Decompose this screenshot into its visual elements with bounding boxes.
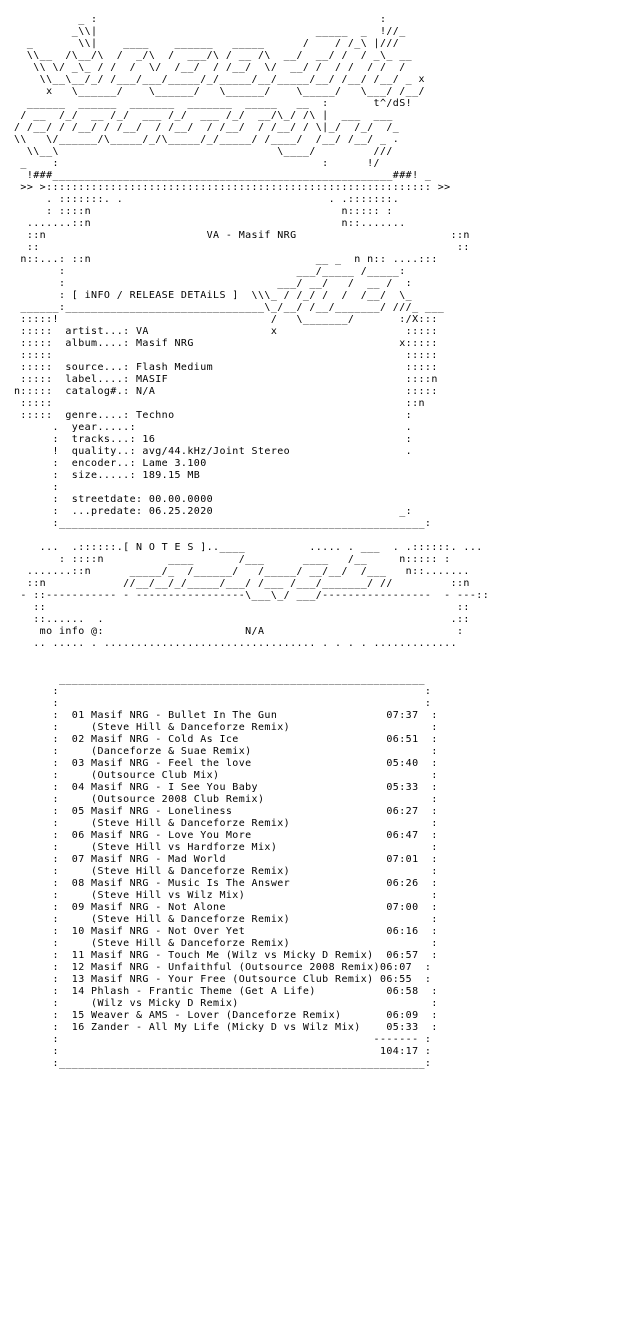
nfo-line: : (Steve Hill vs Hardforze Mix) :	[14, 842, 438, 853]
nfo-line: n::::: catalog#.: N/A :::::	[14, 386, 438, 397]
nfo-line: mo info @: N/A :	[14, 626, 464, 637]
nfo-line: \\ \/______/\_____/_/\_____/_/_____/ /__…	[14, 134, 400, 145]
nfo-line: ::::: source...: Flash Medium :::::	[14, 362, 438, 373]
nfo-line: : ___/_____ /_____:	[14, 266, 406, 277]
nfo-line: ::::: label....: MASIF ::::n	[14, 374, 438, 385]
nfo-line: : 14 Phlash - Frantic Theme (Get A Life)…	[14, 986, 438, 997]
nfo-line: \\__\ \____/ ///	[14, 146, 393, 157]
nfo-line: :: ::	[14, 602, 470, 613]
nfo-line: / /__/ / /__/ / /__/ / /__/ / /__/ / /__…	[14, 122, 400, 133]
nfo-line: : size.....: 189.15 MB	[14, 470, 201, 481]
nfo-line: .......::n n::.......	[14, 218, 406, 229]
nfo-line: :_______________________________________…	[14, 1058, 432, 1069]
nfo-line: : 03 Masif NRG - Feel the love 05:40 :	[14, 758, 438, 769]
nfo-line: : (Outsource Club Mix) :	[14, 770, 438, 781]
nfo-line: : 13 Masif NRG - Your Free (Outsource Cl…	[14, 974, 432, 985]
nfo-line: - ::----------- - -----------------\___\…	[14, 590, 490, 601]
nfo-line: : (Danceforze & Suae Remix) :	[14, 746, 438, 757]
nfo-line: \\__\__/_/ /___/___/_____/_/_____/__/___…	[14, 74, 425, 85]
nfo-line: : 11 Masif NRG - Touch Me (Wilz vs Micky…	[14, 950, 438, 961]
nfo-line: \\ \/ _\_ / / / \/ /__/ / /__/ \/ __/ / …	[14, 62, 406, 73]
nfo-line: ::::: album....: Masif NRG x:::::	[14, 338, 438, 349]
nfo-line: _ : : !/	[14, 158, 380, 169]
nfo-line: :	[14, 482, 59, 493]
nfo-line: ______:_______________________________\_…	[14, 302, 445, 313]
nfo-line: ... .::::::.[ N O T E S ]..____ ..... . …	[14, 542, 483, 553]
nfo-line: : 09 Masif NRG - Not Alone 07:00 :	[14, 902, 438, 913]
nfo-line: :: ::	[14, 242, 470, 253]
nfo-line: ::::: genre....: Techno :	[14, 410, 413, 421]
nfo-line: _ : :	[14, 14, 387, 25]
nfo-line: : [ iNFO / RELEASE DETAiLS ] \\\_ / /_/ …	[14, 290, 413, 301]
nfo-line: : 16 Zander - All My Life (Micky D vs Wi…	[14, 1022, 438, 1033]
nfo-line: : encoder..: Lame 3.100	[14, 458, 207, 469]
nfo-line: . year.....: .	[14, 422, 413, 433]
nfo-line: ! quality..: avg/44.kHz/Joint Stereo .	[14, 446, 413, 457]
nfo-line: : (Steve Hill & Danceforze Remix) :	[14, 938, 438, 949]
nfo-line: : (Steve Hill & Danceforze Remix) :	[14, 914, 438, 925]
nfo-line: : 10 Masif NRG - Not Over Yet 06:16 :	[14, 926, 438, 937]
nfo-line: .. ..... . .............................…	[14, 638, 458, 649]
nfo-line: : ::::n ____ /___ ____ /__ n::::: :	[14, 554, 451, 565]
nfo-line: : :	[14, 698, 432, 709]
nfo-line: ::::: artist...: VA x :::::	[14, 326, 438, 337]
nfo-line: >> >::::::::::::::::::::::::::::::::::::…	[14, 182, 451, 193]
nfo-line: : :	[14, 686, 432, 697]
nfo-line: \\__ /\__/\ / _/\ / ___/\ / __ /\ __/ __…	[14, 50, 413, 61]
nfo-line: : (Steve Hill & Danceforze Remix) :	[14, 866, 438, 877]
nfo-line: : (Steve Hill & Danceforze Remix) :	[14, 818, 438, 829]
nfo-line: .......::n _____/_ /______/ /_____/ __/_…	[14, 566, 470, 577]
nfo-line: : tracks...: 16 :	[14, 434, 413, 445]
nfo-line: ________________________________________…	[14, 674, 425, 685]
nfo-text: _ : : _\\| _____ _ !//_ _ \\| ____ _____…	[14, 14, 489, 1070]
nfo-line: :::::! / \_______/ :/X:::	[14, 314, 438, 325]
nfo-line: / __ /_/ __ /_/ ___ /_/ ___ /_/ __/\_/ /…	[14, 110, 393, 121]
nfo-line: x \______/ \______/ \______/ \_____/ \__…	[14, 86, 425, 97]
nfo-line: _ \\| ____ ______ _____ / / /_\ |///	[14, 38, 400, 49]
nfo-line: ::::: :::::	[14, 350, 438, 361]
nfo-line: : ------- :	[14, 1034, 432, 1045]
nfo-line: ::::: ::n	[14, 398, 425, 409]
nfo-line: : 08 Masif NRG - Music Is The Answer 06:…	[14, 878, 438, 889]
nfo-line: : (Wilz vs Micky D Remix) :	[14, 998, 438, 1009]
nfo-line: : 12 Masif NRG - Unfaithful (Outsource 2…	[14, 962, 432, 973]
nfo-line: : 06 Masif NRG - Love You More 06:47 :	[14, 830, 438, 841]
nfo-line: !###____________________________________…	[14, 170, 432, 181]
nfo-line: : 04 Masif NRG - I See You Baby 05:33 :	[14, 782, 438, 793]
nfo-line: ::n //__/__/_/_____/___/ /___ /___/_____…	[14, 578, 470, 589]
nfo-line: : (Outsource 2008 Club Remix) :	[14, 794, 438, 805]
nfo-line: ______ ______ _______ _______ _____ __ :…	[14, 98, 413, 109]
nfo-line: : (Steve Hill vs Wilz Mix) :	[14, 890, 438, 901]
nfo-line: : 05 Masif NRG - Loneliness 06:27 :	[14, 806, 438, 817]
nfo-line: : 01 Masif NRG - Bullet In The Gun 07:37…	[14, 710, 438, 721]
nfo-line: n::...: ::n __ _ n n:: ....:::	[14, 254, 438, 265]
nfo-line: :_______________________________________…	[14, 518, 432, 529]
nfo-line: : ___/ __/ / __ / :	[14, 278, 413, 289]
nfo-line: _\\| _____ _ !//_	[14, 26, 406, 37]
nfo-line: ::n VA - Masif NRG ::n	[14, 230, 470, 241]
nfo-line: : streetdate: 00.00.0000	[14, 494, 214, 505]
nfo-line: : 07 Masif NRG - Mad World 07:01 :	[14, 854, 438, 865]
nfo-line: : 15 Weaver & AMS - Lover (Danceforze Re…	[14, 1010, 438, 1021]
nfo-line: : 02 Masif NRG - Cold As Ice 06:51 :	[14, 734, 438, 745]
nfo-line: : ...predate: 06.25.2020 _:	[14, 506, 413, 517]
nfo-line: : ::::n n::::: :	[14, 206, 393, 217]
nfo-line: . :::::::. . . .:::::::.	[14, 194, 400, 205]
nfo-line: : 104:17 :	[14, 1046, 432, 1057]
nfo-line: : (Steve Hill & Danceforze Remix) :	[14, 722, 438, 733]
nfo-line: ::...... . .::	[14, 614, 470, 625]
